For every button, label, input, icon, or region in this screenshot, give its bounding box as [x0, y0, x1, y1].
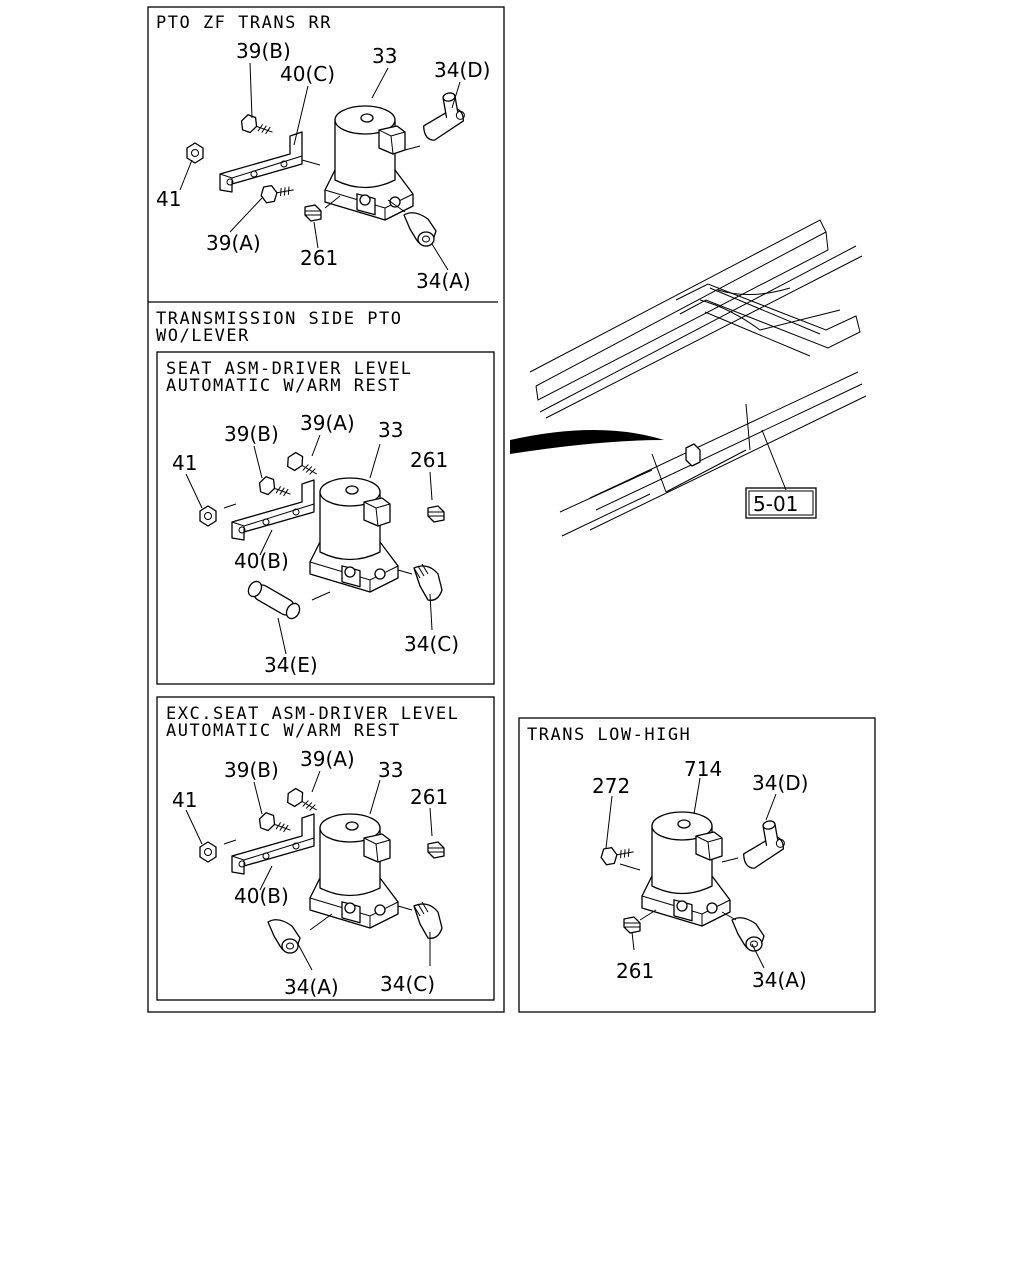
panel-trans-low-high: TRANS LOW-HIGH 272 714 34(D) 261 34(A)	[518, 717, 876, 1013]
panel-title-line2: AUTOMATIC W/ARM REST	[166, 721, 401, 741]
callout-261: 261	[300, 246, 338, 270]
callout-39a: 39(A)	[206, 231, 261, 255]
callout-34a: 34(A)	[284, 975, 339, 999]
callout-34d: 34(D)	[752, 771, 808, 795]
panel-exc-seat-asm: EXC.SEAT ASM-DRIVER LEVEL AUTOMATIC W/AR…	[156, 696, 495, 1001]
callout-41: 41	[172, 788, 197, 812]
callout-34a: 34(A)	[752, 968, 807, 992]
callout-34a: 34(A)	[416, 269, 471, 293]
callout-33: 33	[378, 418, 403, 442]
callout-261: 261	[410, 785, 448, 809]
panel-title-line2: AUTOMATIC W/ARM REST	[166, 376, 401, 396]
callout-40b: 40(B)	[234, 549, 289, 573]
panel-title-line1: SEAT ASM-DRIVER LEVEL	[166, 359, 412, 379]
frame-reference-label: 5-01	[753, 492, 798, 516]
callout-40b: 40(B)	[234, 884, 289, 908]
callout-39a: 39(A)	[300, 411, 355, 435]
frame-illustration: 5-01	[510, 219, 867, 537]
callout-714: 714	[684, 757, 722, 781]
callout-41: 41	[172, 451, 197, 475]
left-panel-frame	[147, 6, 505, 1013]
callout-39a: 39(A)	[300, 747, 355, 771]
callout-34c: 34(C)	[380, 972, 435, 996]
panel-seat-asm-automatic: SEAT ASM-DRIVER LEVEL AUTOMATIC W/ARM RE…	[156, 351, 495, 685]
callout-272: 272	[592, 774, 630, 798]
callout-34d: 34(D)	[434, 58, 490, 82]
callout-41: 41	[156, 187, 181, 211]
panel-title: TRANS LOW-HIGH	[527, 725, 691, 745]
callout-39b: 39(B)	[224, 422, 279, 446]
panel-title-line1: EXC.SEAT ASM-DRIVER LEVEL	[166, 704, 459, 724]
callout-39b: 39(B)	[236, 39, 291, 63]
callout-40c: 40(C)	[280, 62, 335, 86]
panel-pto-zf-trans-rr: PTO ZF TRANS RR 39(B) 40(C) 33 34(D) 41 …	[156, 13, 490, 293]
section-transmission-side-pto: TRANSMISSION SIDE PTO WO/LEVER	[156, 309, 402, 346]
section-title-line1: TRANSMISSION SIDE PTO	[156, 309, 402, 329]
callout-34e: 34(E)	[264, 653, 318, 677]
callout-39b: 39(B)	[224, 758, 279, 782]
section-title-line2: WO/LEVER	[156, 326, 250, 346]
callout-261: 261	[616, 959, 654, 983]
panel-title: PTO ZF TRANS RR	[156, 13, 332, 33]
callout-33: 33	[378, 758, 403, 782]
callout-261: 261	[410, 448, 448, 472]
callout-33: 33	[372, 44, 397, 68]
callout-34c: 34(C)	[404, 632, 459, 656]
